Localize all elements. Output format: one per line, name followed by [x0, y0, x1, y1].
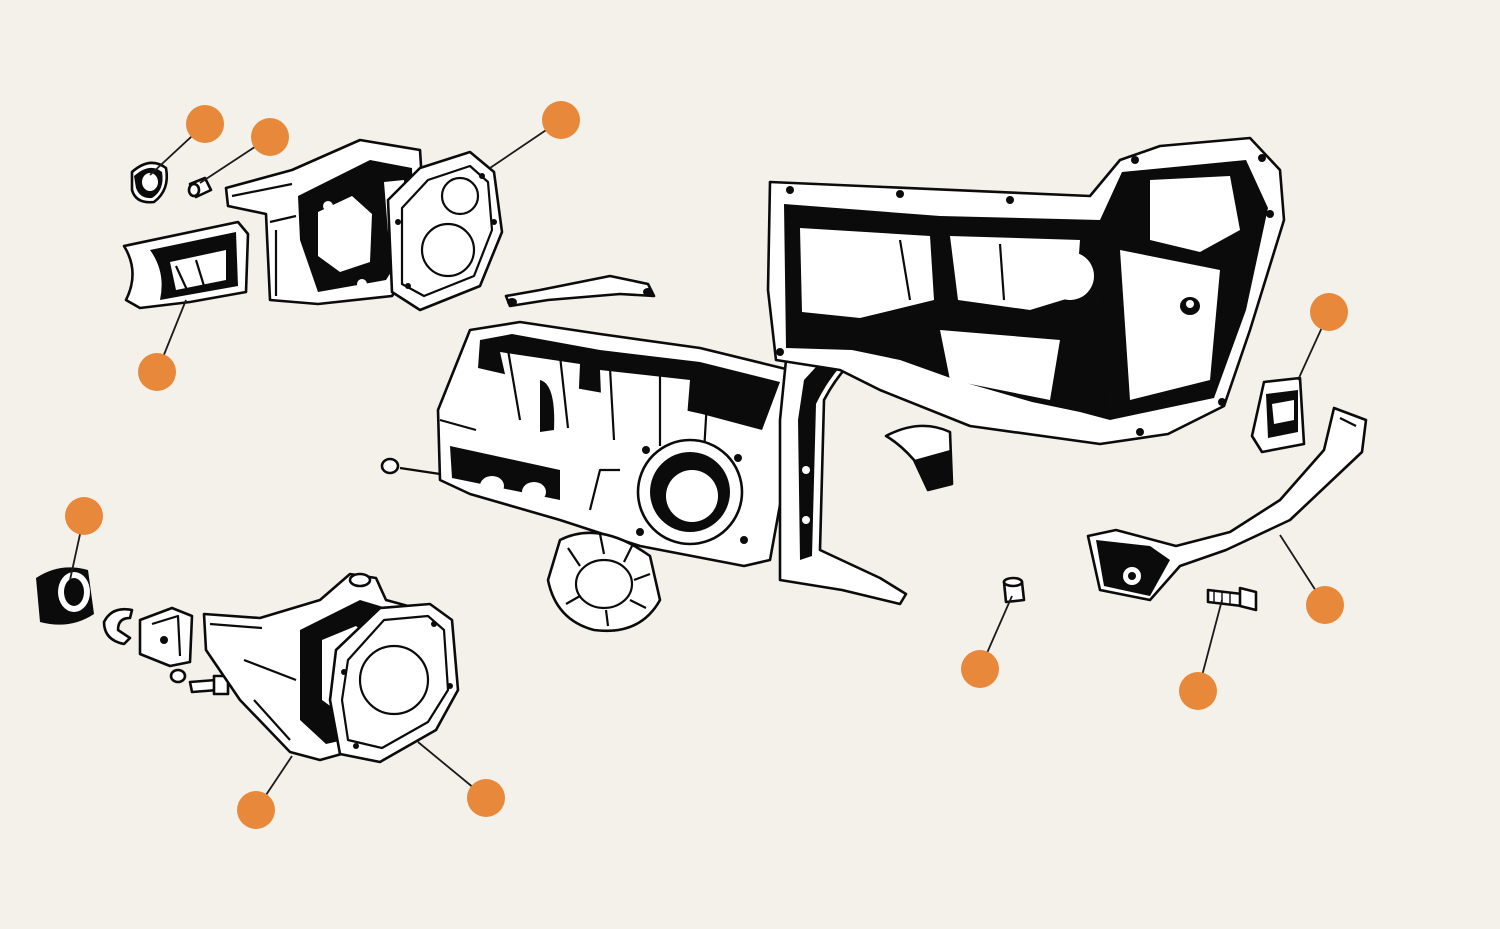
hotspot-2[interactable] — [251, 118, 289, 156]
hotspot-3[interactable] — [542, 101, 580, 139]
hotspot-6[interactable] — [65, 497, 103, 535]
rubber-bush-top — [130, 161, 169, 204]
gasket-top — [386, 150, 504, 312]
hotspot-8[interactable] — [961, 650, 999, 688]
spacer-sleeve-top — [187, 176, 213, 199]
gasket-bottom — [328, 602, 460, 764]
hotspot-1[interactable] — [186, 105, 224, 143]
mounting-bracket-top — [122, 220, 250, 310]
small-washer — [169, 668, 187, 684]
circlip — [102, 607, 134, 646]
rubber-bush-bottom — [36, 567, 94, 625]
casing-half-right — [766, 136, 1286, 446]
bolt-right — [1206, 586, 1258, 612]
rear-extension-housing-top — [224, 138, 428, 306]
hotspot-9[interactable] — [1179, 672, 1217, 710]
drain-plug — [1002, 576, 1026, 604]
hotspot-4[interactable] — [138, 353, 176, 391]
oil-deflector — [546, 531, 662, 633]
main-gearbox-casing — [436, 320, 802, 568]
mounting-bracket-bottom — [138, 606, 194, 668]
hotspots — [65, 101, 1348, 829]
hotspot-10[interactable] — [237, 791, 275, 829]
rubber-mount-right — [1250, 376, 1306, 454]
hotspot-7[interactable] — [1306, 586, 1344, 624]
selector-arm — [504, 274, 656, 308]
hotspot-5[interactable] — [1310, 293, 1348, 331]
bearing-cap-small — [884, 424, 954, 492]
stud-bolt — [380, 457, 441, 476]
hotspot-11[interactable] — [467, 779, 505, 817]
crossmember-strap — [1086, 406, 1368, 602]
bolt-bottom — [188, 674, 230, 696]
